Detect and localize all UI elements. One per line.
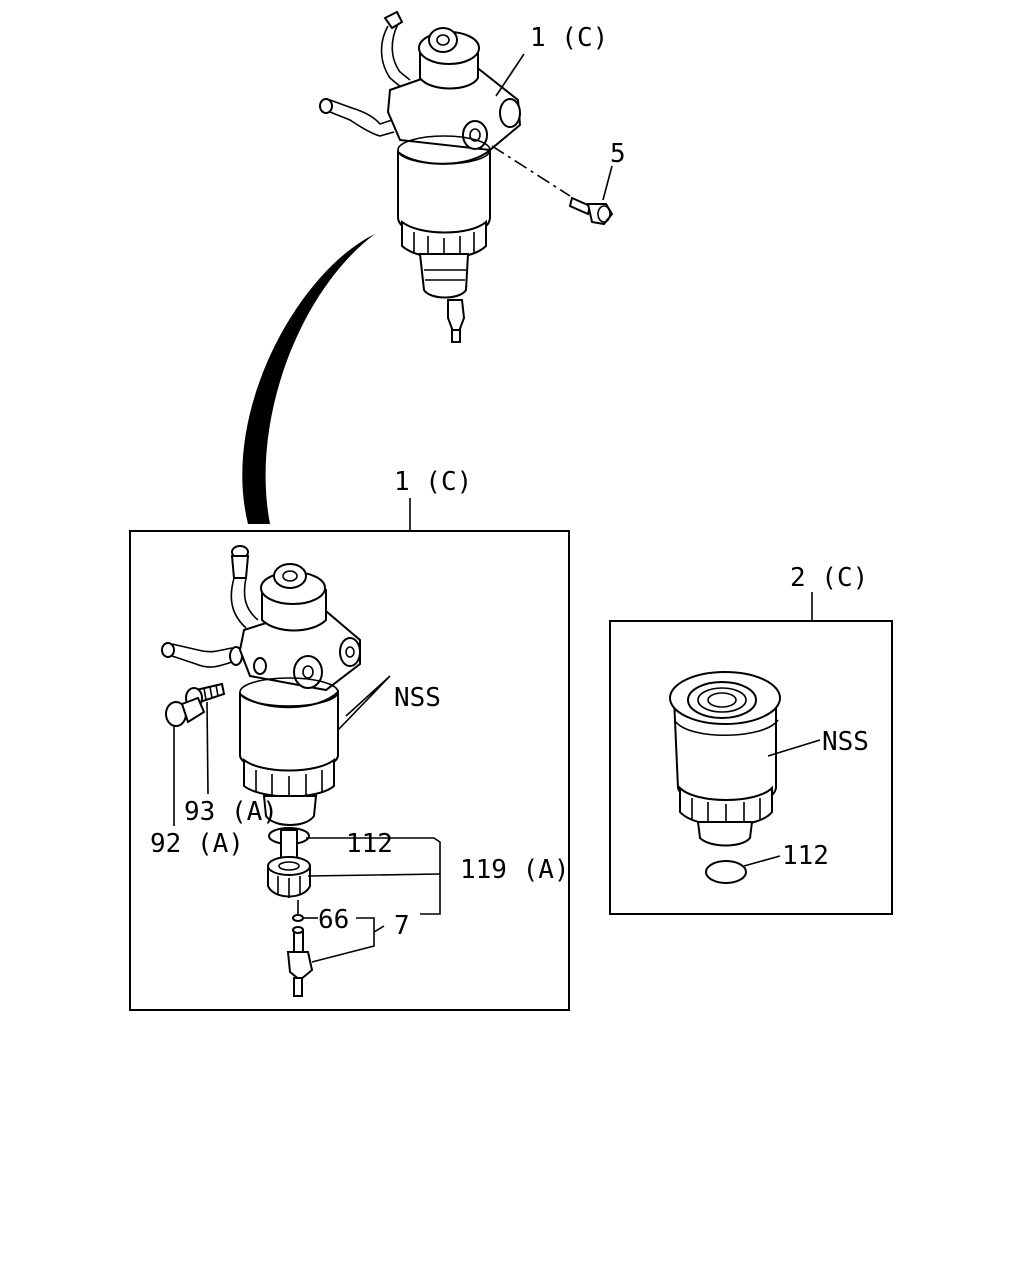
o-ring-icon bbox=[268, 827, 310, 859]
label-112-element: 112 bbox=[782, 841, 829, 871]
label-93: 93 (A) bbox=[184, 797, 278, 827]
detail-fuel-filter-assembly bbox=[161, 545, 361, 826]
element-frame bbox=[609, 620, 893, 915]
detail-frame bbox=[129, 530, 570, 1011]
label-element-assembly: 2 (C) bbox=[790, 563, 868, 593]
filter-element-icon bbox=[669, 671, 781, 847]
element-leaders bbox=[743, 739, 821, 867]
top-bolt-leader bbox=[602, 165, 613, 201]
label-detail-assembly: 1 (C) bbox=[394, 467, 472, 497]
label-119: 119 (A) bbox=[460, 855, 570, 885]
top-fuel-filter-assembly bbox=[319, 10, 522, 343]
detail-leaders bbox=[173, 675, 441, 963]
label-bolt: 5 bbox=[610, 139, 626, 169]
label-92: 92 (A) bbox=[150, 829, 244, 859]
top-assembly-leader bbox=[495, 53, 525, 97]
drain-plug-icon bbox=[267, 856, 311, 898]
label-top-assembly: 1 (C) bbox=[530, 23, 608, 53]
label-element-nss: NSS bbox=[822, 727, 869, 757]
element-o-ring-icon bbox=[705, 860, 747, 884]
label-112-detail: 112 bbox=[346, 829, 393, 859]
label-7: 7 bbox=[394, 911, 410, 941]
small-o-ring-icon bbox=[292, 914, 304, 922]
fitting-92-93-icon bbox=[165, 682, 226, 727]
bolt-icon bbox=[491, 145, 614, 226]
detail-connector-arc bbox=[242, 234, 375, 524]
label-detail-nss: NSS bbox=[394, 683, 441, 713]
label-66: 66 bbox=[318, 905, 349, 935]
drain-cock-icon bbox=[286, 926, 314, 997]
